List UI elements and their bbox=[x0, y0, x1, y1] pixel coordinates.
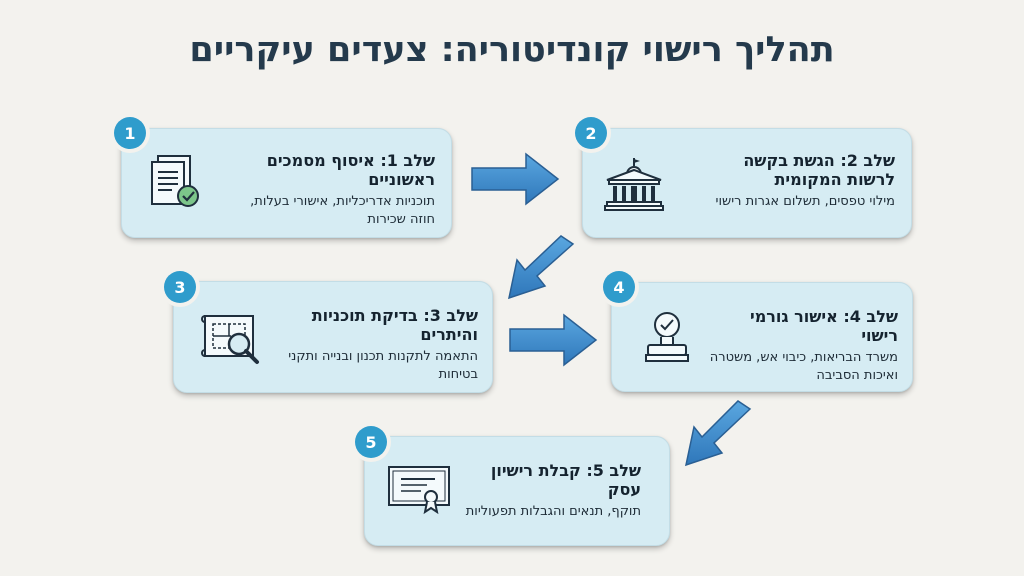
municipal-building-icon bbox=[604, 158, 664, 211]
step-badge-5: 5 bbox=[355, 426, 387, 458]
step-3-desc: התאמה לתקנות תכנון ובנייה ותקני בטיחות bbox=[288, 349, 478, 382]
approval-stamp-icon bbox=[645, 312, 689, 362]
step-card-1: שלב 1: איסוף מסמכים ראשוניים תוכניות אדר… bbox=[121, 128, 452, 238]
step-5-title: שלב 5: קבלת רישיון עסק bbox=[490, 461, 641, 499]
step-card-5: שלב 5: קבלת רישיון עסק תוקף, תנאים והגבל… bbox=[364, 436, 670, 546]
arrow-step4-to-step5 bbox=[684, 400, 752, 467]
step-4-desc: משרד הבריאות, כיבוי אש, משטרה ואיכות הסב… bbox=[709, 350, 898, 383]
step-badge-2: 2 bbox=[575, 117, 607, 149]
step-card-2: שלב 2: הגשת בקשה לרשות המקומית מילוי טפס… bbox=[582, 128, 912, 238]
arrow-step1-to-step2 bbox=[471, 152, 560, 206]
step-3-title: שלב 3: בדיקת תוכניות והיתרים bbox=[311, 306, 478, 344]
arrow-step2-to-step3 bbox=[507, 235, 575, 300]
step-badge-3: 3 bbox=[164, 271, 196, 303]
step-4-title: שלב 4: אישור גורמי רישוי bbox=[750, 307, 898, 345]
step-2-title: שלב 2: הגשת בקשה לרשות המקומית bbox=[743, 151, 895, 189]
document-check-icon bbox=[151, 155, 199, 207]
page-title: תהליך רישוי קונדיטוריה: צעדים עיקריים bbox=[189, 30, 835, 70]
step-badge-4: 4 bbox=[603, 271, 635, 303]
blueprint-magnifier-icon bbox=[201, 315, 259, 364]
certificate-icon bbox=[388, 466, 450, 515]
step-1-desc: תוכניות אדריכליות, אישורי בעלות, חוזה שכ… bbox=[250, 194, 435, 227]
step-5-desc: תוקף, תנאים והגבלות תפעוליות bbox=[465, 504, 641, 519]
step-1-title: שלב 1: איסוף מסמכים ראשוניים bbox=[266, 151, 435, 189]
step-card-4: שלב 4: אישור גורמי רישוי משרד הבריאות, כ… bbox=[611, 282, 913, 392]
step-badge-1: 1 bbox=[114, 117, 146, 149]
step-2-desc: מילוי טפסים, תשלום אגרות רישוי bbox=[715, 194, 895, 209]
step-card-3: שלב 3: בדיקת תוכניות והיתרים התאמה לתקנו… bbox=[173, 281, 493, 393]
arrow-step3-to-step4 bbox=[509, 313, 598, 367]
